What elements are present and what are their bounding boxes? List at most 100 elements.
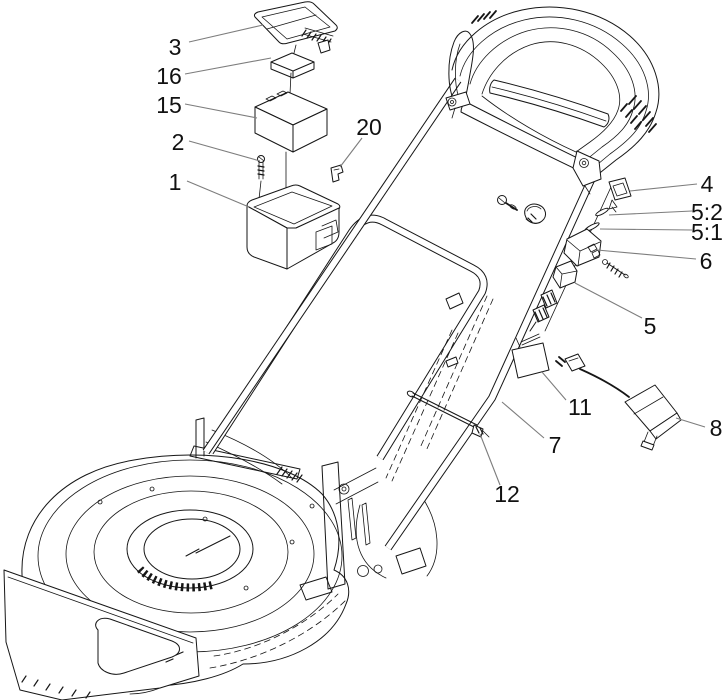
plate-bolt-1b — [341, 486, 347, 492]
foam-pad — [270, 52, 315, 79]
flag-body — [511, 342, 550, 379]
key-foot — [608, 199, 618, 213]
toothed-ring — [137, 566, 213, 592]
corner-bracket-bolt — [579, 158, 589, 168]
blade-opening — [143, 518, 241, 580]
loop-corner-bracket — [572, 150, 602, 195]
battery-terminals — [265, 90, 288, 102]
right-tube-core — [385, 176, 595, 550]
knob-hatch — [527, 213, 537, 223]
loop-inner-bottom-edge — [481, 95, 577, 153]
leader-line-1 — [186, 180, 250, 208]
foam-top — [270, 52, 315, 72]
screw2-slot — [258, 156, 265, 162]
charger-pins — [643, 431, 658, 447]
cable-connector-b-hatch — [534, 307, 548, 322]
screw-tip — [623, 273, 629, 279]
screw2-threads — [257, 165, 265, 176]
leader-line-4 — [629, 183, 698, 192]
leader-line-12 — [479, 433, 501, 486]
battery-cover — [253, 1, 338, 54]
flag-bracket — [515, 333, 541, 348]
loose-key — [497, 195, 518, 211]
switch-assembly — [497, 177, 632, 332]
switch-edges — [566, 239, 601, 267]
charger-plug — [564, 353, 586, 372]
switch-terminals — [587, 243, 601, 259]
battery-assembly — [246, 1, 344, 270]
battery — [254, 90, 328, 153]
warning-flag — [511, 333, 550, 379]
callout-label-5:1: 5:1 — [691, 219, 723, 245]
bail-clamp-bolt — [447, 97, 457, 107]
slab-rounded-panel — [95, 617, 180, 675]
key-part — [608, 177, 632, 213]
charger-plug-line — [568, 357, 579, 362]
charger-seam — [633, 396, 664, 415]
bail-clamp — [445, 91, 471, 111]
connector-body — [552, 260, 578, 289]
screw-2 — [257, 155, 265, 180]
deck-skirt-hidden-line-1 — [213, 593, 339, 657]
cable-connectors — [529, 289, 558, 332]
loop-contour-3 — [469, 27, 636, 161]
deck-dome-arc-2 — [65, 475, 315, 633]
charger-prongs — [555, 356, 566, 367]
leader-line-7 — [501, 401, 545, 439]
bail-arm-outline — [448, 30, 474, 105]
knob-top — [526, 206, 542, 212]
deck-dots — [97, 486, 315, 591]
phantom-leg-1 — [419, 295, 494, 452]
screw2-head — [257, 155, 265, 163]
loop-contour-outer — [451, 6, 660, 177]
callout-label-15: 15 — [156, 92, 182, 118]
box-left-wall — [246, 205, 288, 270]
cover-vents — [301, 29, 332, 46]
deck-dome-arc-3 — [93, 490, 289, 614]
loop-contour-inner — [481, 41, 621, 153]
rod-fitting-hatch — [475, 426, 484, 435]
switch-body — [563, 228, 602, 267]
callout-label-3: 3 — [169, 34, 182, 60]
height-lever-foot — [299, 576, 333, 601]
callout-label-7: 7 — [549, 432, 562, 458]
callout-label-20: 20 — [356, 114, 382, 140]
knob-base — [525, 218, 543, 224]
leader-line-6 — [596, 249, 697, 260]
mower-deck — [3, 417, 438, 700]
slab-edge-line — [7, 576, 194, 695]
upper-handle-loop — [445, 6, 660, 195]
cover-inner — [261, 6, 331, 40]
loop-contour-2 — [459, 16, 649, 170]
switch-screw — [602, 259, 629, 279]
wheel-arcs — [333, 467, 438, 579]
left-tube-core — [203, 78, 461, 454]
grip-pad — [489, 79, 610, 128]
grip-hatch-right — [620, 95, 657, 133]
key-shaft — [505, 202, 518, 211]
leader-line-5:2 — [608, 210, 693, 216]
callout-label-5:2: 5:2 — [691, 199, 723, 225]
leader-line-5 — [574, 282, 643, 319]
loop-crossbar — [460, 101, 591, 175]
switch-housing — [563, 228, 602, 267]
key-ring-hatch — [498, 197, 506, 204]
screw-head — [602, 259, 608, 265]
wheel-bracket — [395, 547, 427, 575]
key-body — [608, 177, 632, 201]
bail-clamp-bolt-c — [450, 100, 454, 104]
blade-bolt-rod — [185, 535, 231, 557]
assembly-lines — [258, 44, 297, 201]
leader-line-20 — [339, 137, 363, 168]
callout-label-6: 6 — [700, 248, 713, 274]
callout-label-2: 2 — [172, 129, 185, 155]
callout-label-1: 1 — [169, 169, 182, 195]
clip-20-inner — [333, 168, 340, 171]
clip-20 — [330, 164, 344, 183]
corner-bracket-link — [584, 185, 591, 195]
tube-joint-wedge — [445, 292, 464, 310]
callout-label-11: 11 — [568, 394, 592, 420]
rear-plate-wheel — [299, 461, 438, 601]
